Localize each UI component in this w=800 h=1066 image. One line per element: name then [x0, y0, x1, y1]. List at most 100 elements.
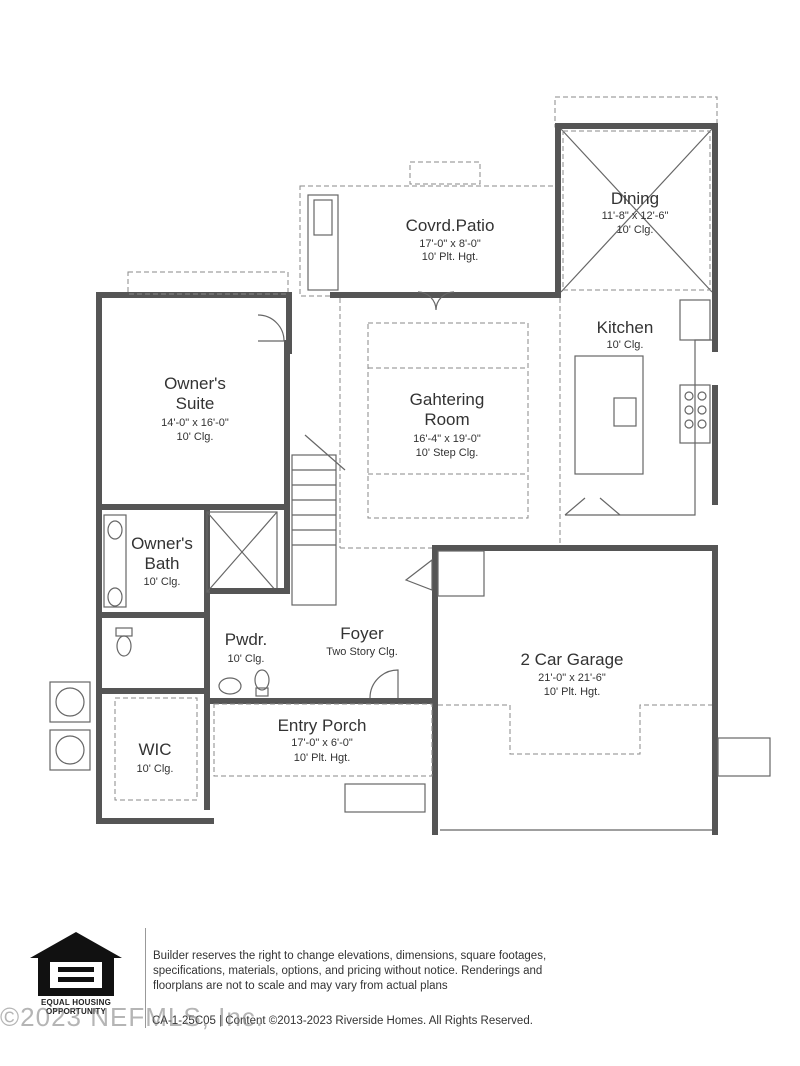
room-name: Pwdr.	[225, 630, 268, 649]
bath-vanity	[103, 514, 127, 608]
garage-ac-pad	[717, 737, 771, 777]
hvac-fan-2	[55, 735, 85, 765]
burner-4	[697, 405, 707, 415]
kitchen-island	[574, 355, 644, 475]
bath-sink-1	[107, 520, 123, 540]
kitchen-wall-upper	[712, 292, 718, 352]
room-name-line2: Suite	[176, 394, 215, 413]
room-dims: 21'-0" x 21'-6"	[538, 672, 606, 684]
room-detail: 10' Plt. Hgt.	[294, 752, 351, 764]
room-name-line2: Bath	[145, 554, 180, 573]
room-entry-porch: Entry Porch 17'-0" x 6'-0" 10' Plt. Hgt.	[278, 716, 367, 764]
dining-wall-left	[555, 123, 561, 298]
burner-6	[697, 419, 707, 429]
room-covered-patio: Covrd.Patio 17'-0" x 8'-0" 10' Plt. Hgt.	[406, 216, 495, 263]
powder-wall-bottom	[210, 698, 438, 704]
copyright-text: CA-1-25C05 | Content ©2013-2023 Riversid…	[152, 1015, 533, 1027]
suite-wall-bottom	[102, 504, 290, 510]
gathering-step-ceiling	[367, 322, 529, 519]
room-detail: 10' Clg.	[617, 224, 654, 236]
garage-storage	[437, 550, 485, 597]
wic-shelving	[114, 697, 198, 801]
entry-porch-outline	[213, 703, 433, 777]
kitchen-wall-right	[712, 385, 718, 505]
room-dims: 14'-0" x 16'-0"	[161, 417, 229, 429]
room-dims: 17'-0" x 8'-0"	[419, 238, 481, 250]
dining-wall-right	[712, 123, 718, 298]
wc-toilet-tank	[115, 627, 133, 637]
bath-sink-2	[107, 587, 123, 607]
front-door	[369, 669, 399, 699]
powder-toilet	[254, 669, 270, 691]
powder-toilet-tank	[255, 687, 269, 697]
powder-wall-top	[210, 588, 290, 594]
dining-ceiling-beam-2	[560, 128, 713, 293]
garage-wall-left	[432, 545, 438, 835]
room-wic: WIC 10' Clg.	[137, 740, 174, 775]
wic-wall-bottom	[96, 818, 214, 824]
room-name: Covrd.Patio	[406, 216, 495, 235]
room-detail: 10' Clg.	[228, 653, 265, 665]
covered-patio-outline	[299, 185, 557, 297]
room-dims: 16'-4" x 19'-0"	[413, 433, 481, 445]
garage-wall-top	[432, 545, 718, 551]
room-powder: Pwdr. 10' Clg.	[225, 630, 268, 665]
room-detail: Two Story Clg.	[326, 646, 398, 658]
suite-window-bay	[127, 271, 289, 295]
room-name: Entry Porch	[278, 716, 367, 735]
kitchen-fridge	[679, 299, 711, 341]
burner-3	[684, 405, 694, 415]
bath-wall-bottom	[102, 612, 210, 618]
kitchen-sink	[613, 397, 637, 427]
porch-steps	[344, 783, 426, 813]
room-name-line1: Owner's	[164, 374, 226, 393]
shower-diag-2	[206, 511, 278, 593]
patio-hearth	[313, 199, 333, 236]
room-name-line2: Room	[424, 410, 469, 429]
room-detail: 10' Clg.	[607, 339, 644, 351]
equal-housing-logo	[30, 932, 122, 996]
suite-wall-top	[96, 292, 292, 298]
patio-door	[417, 291, 455, 311]
suite-wall-right	[284, 340, 290, 590]
west-wall	[96, 292, 102, 822]
watermark: ©2023 NEFMLS, Inc.	[0, 1002, 265, 1032]
patio-fireplace	[307, 194, 339, 291]
burner-1	[684, 391, 694, 401]
room-detail: 10' Plt. Hgt.	[544, 686, 601, 698]
room-owners-suite: Owner's Suite 14'-0" x 16'-0" 10' Clg.	[161, 374, 229, 443]
burner-5	[684, 419, 694, 429]
room-dining: Dining 11'-8" x 12'-6" 10' Clg.	[602, 189, 669, 236]
pantry-doors	[564, 497, 621, 516]
room-detail: 10' Clg.	[137, 763, 174, 775]
room-name: WIC	[138, 740, 171, 759]
room-name-line1: Owner's	[131, 534, 193, 553]
garage-wall-right	[712, 545, 718, 835]
room-gathering: Gahtering Room 16'-4" x 19'-0" 10' Step …	[410, 390, 485, 459]
room-detail: 10' Clg.	[177, 431, 214, 443]
footer-divider	[145, 928, 146, 1028]
patio-step-outline	[409, 161, 481, 185]
room-detail: 10' Step Clg.	[416, 447, 479, 459]
room-owners-bath: Owner's Bath 10' Clg.	[131, 534, 193, 588]
room-foyer: Foyer Two Story Clg.	[326, 624, 398, 658]
room-name: Kitchen	[597, 318, 654, 337]
room-dims: 17'-0" x 6'-0"	[291, 737, 353, 749]
room-detail: 10' Plt. Hgt.	[422, 251, 479, 263]
wc-wall-bottom	[102, 688, 210, 694]
bath-wall-right	[204, 510, 210, 810]
stair-break-line	[304, 434, 346, 471]
disclaimer-text: Builder reserves the right to change ele…	[153, 950, 547, 992]
room-name-line1: Gahtering	[410, 390, 485, 409]
garage-attic-outline	[438, 704, 712, 755]
dining-wall-top	[555, 123, 717, 129]
room-detail: 10' Clg.	[144, 576, 181, 588]
powder-sink	[218, 677, 242, 695]
burner-2	[697, 391, 707, 401]
hvac-unit-2	[49, 729, 91, 771]
logo-caption: EQUAL HOUSING OPPORTUNITY	[40, 998, 111, 1016]
hvac-fan-1	[55, 687, 85, 717]
room-garage: 2 Car Garage 21'-0" x 21'-6" 10' Plt. Hg…	[521, 650, 624, 698]
room-name: Foyer	[340, 624, 384, 643]
floor-plan: Covrd.Patio 17'-0" x 8'-0" 10' Plt. Hgt.…	[49, 96, 771, 835]
